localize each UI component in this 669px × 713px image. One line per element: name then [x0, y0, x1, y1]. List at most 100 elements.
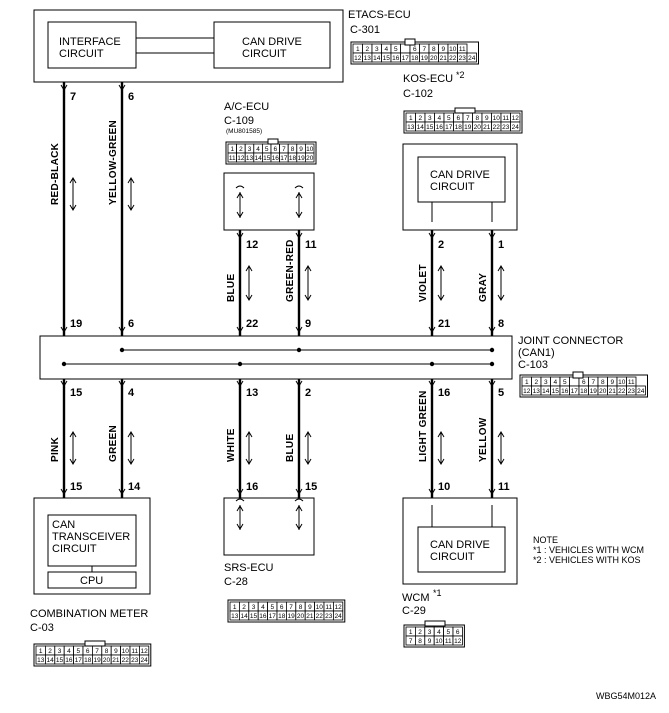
pin-number: 8: [601, 379, 605, 386]
wire-color-lower: YELLOW: [478, 417, 489, 462]
pin-number: 15: [426, 124, 434, 131]
arrow-down: [127, 458, 135, 465]
connector-c03-latch: [84, 640, 106, 647]
pin-number: 12: [334, 604, 342, 611]
pin-number: 21: [483, 124, 491, 131]
interface-label-1: INTERFACE: [59, 36, 121, 48]
pin-number: 10: [618, 379, 626, 386]
pin-number: 11: [502, 115, 509, 122]
arrow-down: [304, 294, 312, 301]
ecu-terminal-tilde: [294, 185, 304, 189]
terminal-mark: [236, 380, 244, 387]
srs-ecu-name: SRS-ECU: [224, 562, 274, 574]
ecu-terminal-arrow: [295, 192, 303, 199]
ecu-terminal-arrow: [295, 211, 303, 218]
pin-number: 6: [273, 146, 277, 153]
pin-number: 15: [250, 613, 258, 620]
arrow-down: [497, 458, 505, 465]
pin-number: 6: [582, 379, 586, 386]
pin-number: 14: [373, 55, 381, 62]
wcm: CAN DRIVE CIRCUIT WCM *1 C-29: [402, 497, 518, 617]
arrow-down: [69, 204, 77, 211]
pin-cell: [304, 152, 315, 163]
junction-dot: [489, 347, 495, 353]
terminal-mark: [118, 326, 126, 333]
pin-number: 6: [86, 648, 90, 655]
pin-number: 12: [454, 638, 462, 645]
pin-number: 11: [445, 638, 452, 645]
top-pin-number: 7: [70, 91, 76, 103]
combination-meter-name: COMBINATION METER: [30, 608, 148, 620]
pin-number: 4: [553, 379, 557, 386]
wire-color-upper: RED-BLACK: [50, 142, 61, 205]
arrow-up: [69, 431, 77, 438]
pin-number: 13: [407, 124, 415, 131]
pin-number: 22: [316, 613, 324, 620]
pin-number: 2: [242, 604, 246, 611]
joint-top-pin: 9: [305, 318, 311, 330]
wire-color-lower: BLUE: [285, 434, 296, 462]
pin-number: 14: [542, 388, 550, 395]
pin-number: 18: [580, 388, 588, 395]
pin-number: 15: [383, 55, 391, 62]
pin-number: 7: [95, 648, 99, 655]
pin-number: 11: [628, 379, 635, 386]
bottom-pin-number: 14: [128, 481, 141, 493]
pin-number: 24: [637, 388, 645, 395]
terminal-mark: [60, 84, 68, 91]
pin-number: 13: [533, 388, 541, 395]
pin-number: 19: [590, 388, 598, 395]
ecu-terminal-arrow: [295, 523, 303, 530]
pin-number: 8: [105, 648, 109, 655]
note-line-1: *1 : VEHICLES WITH WCM: [533, 545, 644, 555]
joint-bottom-pin: 15: [70, 387, 82, 399]
bottom-pin-number: 10: [438, 481, 450, 493]
pin-cell: [510, 121, 521, 132]
interface-circuit-box: [47, 21, 137, 69]
wire-color-lower: GREEN: [108, 425, 119, 462]
terminal-mark: [428, 488, 436, 495]
ecu-terminal-tilde: [235, 185, 245, 189]
pin-number: 17: [75, 657, 83, 664]
pin-number: 23: [131, 657, 139, 664]
pin-number: 18: [278, 613, 286, 620]
terminal-mark: [60, 326, 68, 333]
pin-number: 4: [261, 604, 265, 611]
top-pin-number: 1: [498, 239, 504, 251]
pin-number: 3: [252, 604, 256, 611]
note-title: NOTE: [533, 535, 558, 545]
pin-number: 17: [571, 388, 579, 395]
junction-dot: [296, 347, 302, 353]
pin-number: 3: [428, 115, 432, 122]
pin-number: 7: [591, 379, 595, 386]
pin-number: 24: [468, 55, 476, 62]
pin-number: 19: [93, 657, 101, 664]
wire-color-upper: YELLOW-GREEN: [108, 120, 119, 205]
pin-number: 1: [409, 629, 413, 636]
pin-number: 22: [449, 55, 457, 62]
arrow-up: [304, 431, 312, 438]
etacs-can-drive-label-1: CAN DRIVE: [242, 36, 302, 48]
can-transceiver-box: [47, 514, 137, 567]
pin-number: 2: [418, 629, 422, 636]
wires: 7191515RED-BLACKPINK66414YELLOW-GREENGRE…: [50, 82, 510, 530]
pin-number: 9: [610, 379, 614, 386]
terminal-mark: [60, 488, 68, 495]
connector-c102-latch: [454, 107, 476, 114]
pin-number: 6: [456, 115, 460, 122]
junction-dot: [61, 361, 67, 367]
etacs-ecu-name: ETACS-ECU: [348, 9, 411, 21]
pin-number: 1: [525, 379, 529, 386]
meter-connector-id: C-03: [30, 622, 54, 634]
terminal-mark: [118, 380, 126, 387]
arrow-down: [437, 458, 445, 465]
arrow-up: [245, 265, 253, 272]
pin-cell: [452, 635, 463, 646]
pin-number: 17: [269, 613, 277, 620]
pin-number: 1: [233, 604, 237, 611]
ac-ecu-box: [223, 172, 315, 231]
terminal-mark: [428, 380, 436, 387]
